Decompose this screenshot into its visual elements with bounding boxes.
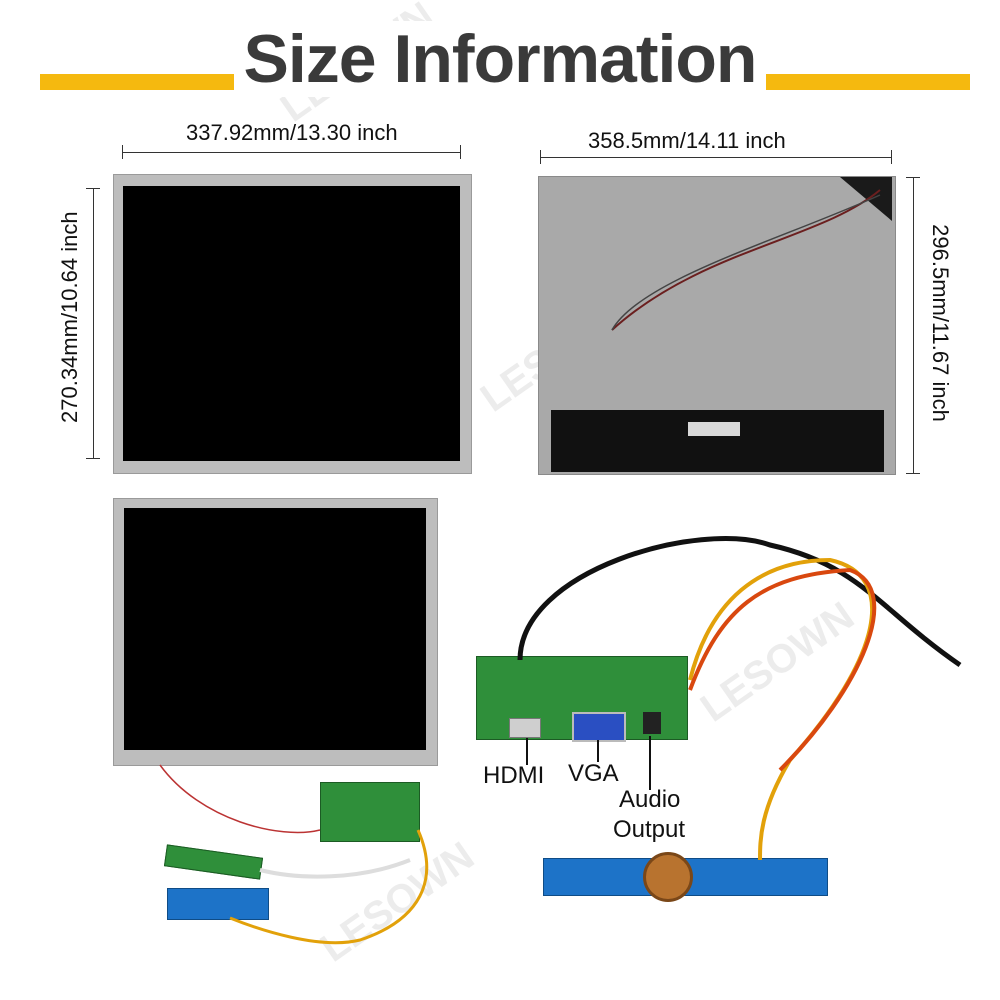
small-controller-board (320, 782, 420, 842)
back-height-tick-top (906, 177, 920, 178)
front-panel-screen (123, 186, 460, 461)
back-panel-connector (688, 422, 740, 436)
hdmi-label: HDMI (483, 762, 545, 789)
front-width-tick-right (460, 145, 461, 159)
assembled-panel-screen (124, 508, 426, 750)
output-label: Output (613, 816, 686, 843)
back-width-tick-right (891, 150, 892, 164)
back-width-line (540, 157, 892, 158)
small-inverter-board (167, 888, 269, 920)
front-width-label: 337.92mm/13.30 inch (186, 120, 398, 145)
inverter-coil (643, 852, 693, 902)
hdmi-port (509, 718, 541, 738)
front-width-line (122, 152, 461, 153)
back-height-tick-bottom (906, 473, 920, 474)
front-width-tick-left (122, 145, 123, 159)
front-height-line (93, 188, 94, 458)
front-height-tick-bottom (86, 458, 100, 459)
audio-port (643, 712, 661, 734)
page-title: Size Information (0, 20, 1000, 98)
back-panel-pcb-strip (551, 410, 884, 472)
vga-label: VGA (568, 760, 619, 787)
back-height-line (913, 177, 914, 473)
audio-label: Audio (619, 786, 681, 813)
back-width-tick-left (540, 150, 541, 164)
front-height-tick-top (86, 188, 100, 189)
back-width-label: 358.5mm/14.11 inch (588, 128, 786, 153)
